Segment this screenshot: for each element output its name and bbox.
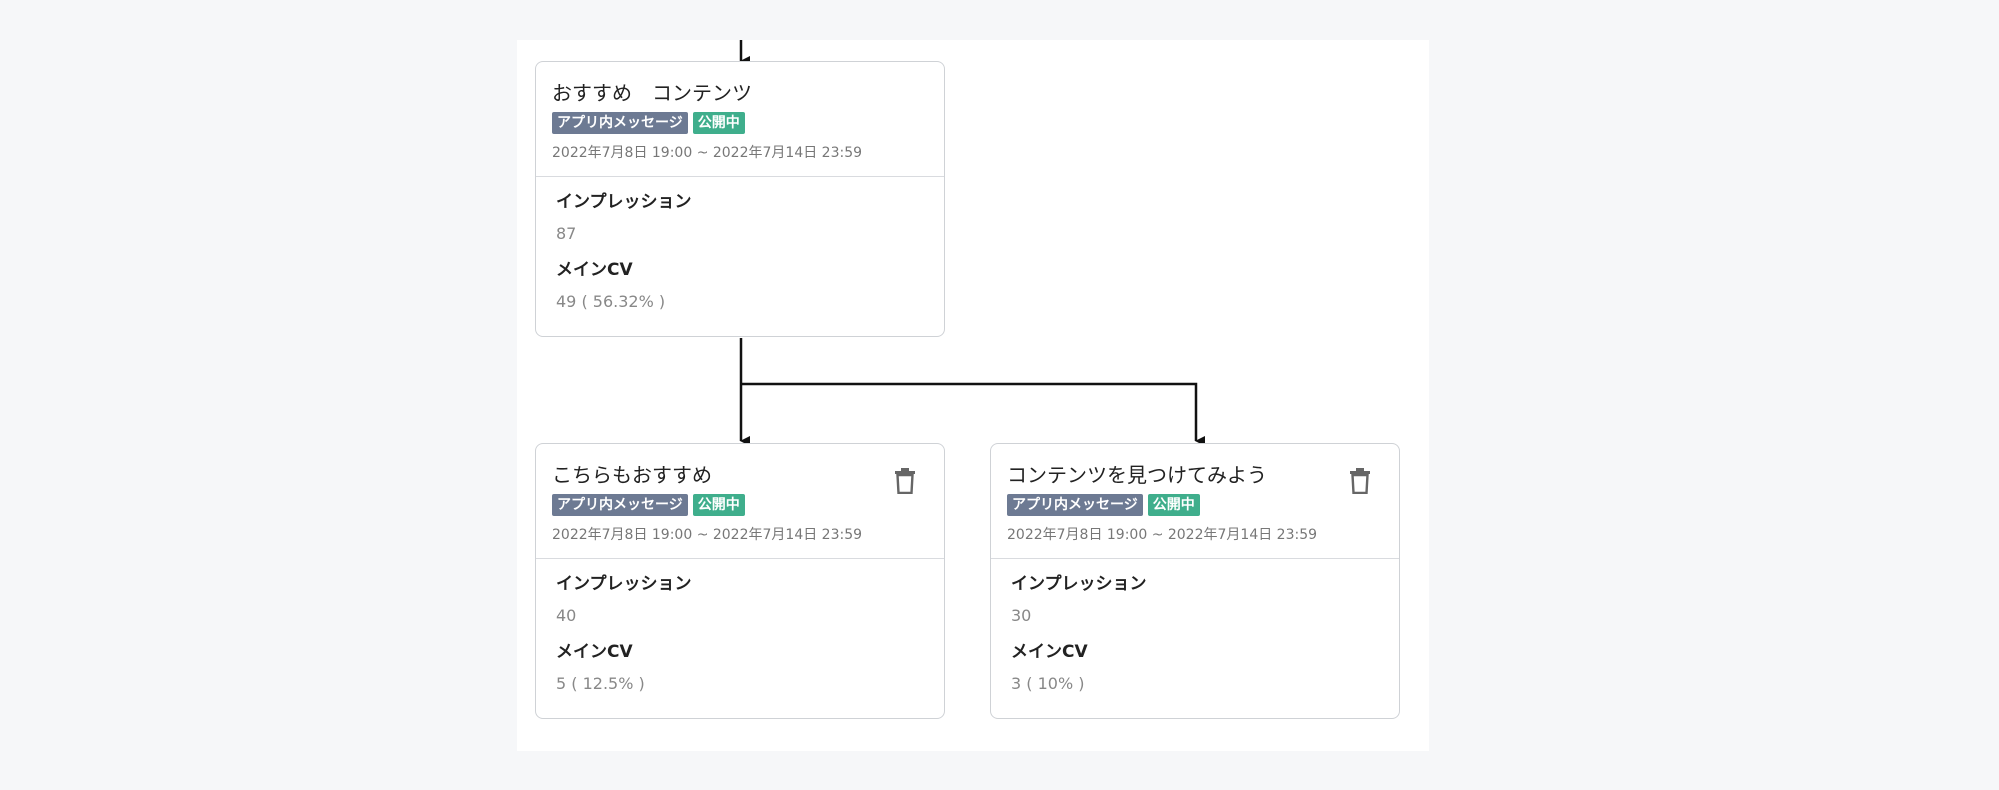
status-badge: 公開中 (692, 112, 745, 134)
card-title: コンテンツを見つけてみよう (1007, 463, 1267, 487)
card-metrics: インプレッション 30 メインCV 3 ( 10% ) (991, 559, 1399, 695)
trash-icon[interactable] (894, 468, 916, 495)
cv-label: メインCV (1011, 642, 1088, 662)
cv-label: メインCV (556, 642, 633, 662)
card-header: おすすめ コンテンツ アプリ内メッセージ 公開中 2022年7月8日 19:00… (536, 62, 944, 177)
card-header: コンテンツを見つけてみよう アプリ内メッセージ 公開中 2022年7月8日 19… (991, 444, 1399, 559)
impression-value: 87 (556, 224, 577, 243)
impression-label: インプレッション (1011, 574, 1147, 594)
message-card[interactable]: こちらもおすすめ アプリ内メッセージ 公開中 2022年7月8日 19:00 ~… (535, 443, 945, 719)
card-header: こちらもおすすめ アプリ内メッセージ 公開中 2022年7月8日 19:00 ~… (536, 444, 944, 559)
publish-period: 2022年7月8日 19:00 ~ 2022年7月14日 23:59 (552, 527, 863, 543)
impression-value: 40 (556, 606, 577, 625)
impression-label: インプレッション (556, 192, 692, 212)
status-badge: 公開中 (692, 494, 745, 516)
cv-value: 49 ( 56.32% ) (556, 292, 666, 311)
card-title: こちらもおすすめ (552, 463, 712, 487)
impression-value: 30 (1011, 606, 1032, 625)
message-card[interactable]: コンテンツを見つけてみよう アプリ内メッセージ 公開中 2022年7月8日 19… (990, 443, 1400, 719)
cv-value: 5 ( 12.5% ) (556, 674, 645, 693)
card-metrics: インプレッション 40 メインCV 5 ( 12.5% ) (536, 559, 944, 695)
cv-value: 3 ( 10% ) (1011, 674, 1085, 693)
publish-period: 2022年7月8日 19:00 ~ 2022年7月14日 23:59 (1007, 527, 1318, 543)
card-metrics: インプレッション 87 メインCV 49 ( 56.32% ) (536, 177, 944, 313)
channel-badge: アプリ内メッセージ (1007, 494, 1143, 516)
card-title: おすすめ コンテンツ (552, 81, 752, 105)
trash-icon[interactable] (1349, 468, 1371, 495)
impression-label: インプレッション (556, 574, 692, 594)
status-badge: 公開中 (1147, 494, 1200, 516)
publish-period: 2022年7月8日 19:00 ~ 2022年7月14日 23:59 (552, 145, 863, 161)
message-card[interactable]: おすすめ コンテンツ アプリ内メッセージ 公開中 2022年7月8日 19:00… (535, 61, 945, 337)
cv-label: メインCV (556, 260, 633, 280)
channel-badge: アプリ内メッセージ (552, 494, 688, 516)
channel-badge: アプリ内メッセージ (552, 112, 688, 134)
